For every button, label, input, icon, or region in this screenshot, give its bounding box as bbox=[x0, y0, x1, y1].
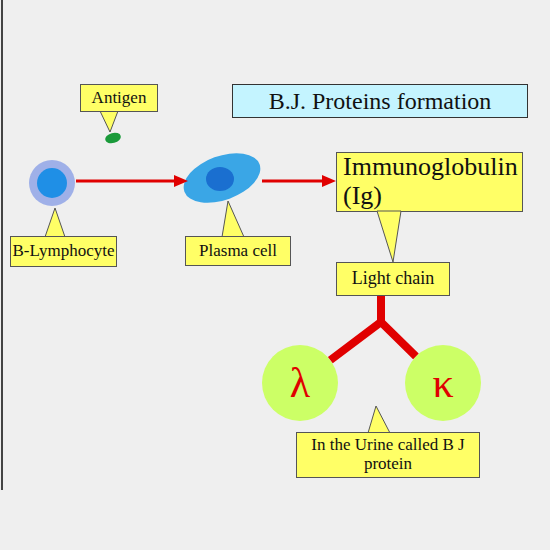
note-box: In the Urine called B J protein bbox=[296, 432, 480, 478]
node-text: B-Lymphocyte bbox=[13, 242, 115, 261]
callout-pointer bbox=[100, 111, 118, 132]
callout-pointer bbox=[222, 201, 244, 237]
node-text: In the Urine called B J protein bbox=[311, 436, 465, 473]
title-box: B.J. Proteins formation bbox=[232, 84, 528, 118]
plasma-cell bbox=[177, 144, 267, 213]
process-box: Immunoglobulin (Ig) bbox=[336, 152, 523, 212]
chain-circle: κ bbox=[405, 345, 481, 421]
antigen-symbol bbox=[104, 131, 122, 145]
arrow-head bbox=[322, 175, 336, 187]
connector bbox=[330, 296, 381, 360]
process-arrow bbox=[262, 180, 324, 183]
callout-pointer bbox=[45, 208, 65, 237]
callout-pointer bbox=[368, 406, 390, 433]
b-lymphocyte-cell bbox=[29, 160, 75, 206]
border-line bbox=[1, 0, 3, 490]
process-arrow bbox=[76, 180, 176, 183]
title-text: B.J. Proteins formation bbox=[269, 88, 492, 115]
arrow-head bbox=[174, 175, 188, 187]
connector bbox=[377, 211, 401, 262]
callout-box: Plasma cell bbox=[185, 236, 291, 266]
cell-nucleus bbox=[206, 167, 234, 191]
connector bbox=[381, 296, 416, 356]
node-text: Immunoglobulin (Ig) bbox=[343, 153, 518, 210]
node-text: λ bbox=[290, 360, 310, 406]
process-box: Light chain bbox=[336, 262, 450, 296]
callout-box: Antigen bbox=[80, 84, 158, 112]
node-text: κ bbox=[432, 360, 453, 406]
cell-nucleus bbox=[37, 168, 67, 198]
callout-box: B-Lymphocyte bbox=[10, 236, 117, 267]
node-text: Plasma cell bbox=[199, 242, 277, 261]
node-text: Antigen bbox=[92, 89, 147, 108]
node-text: Light chain bbox=[352, 269, 434, 289]
chain-circle: λ bbox=[262, 345, 338, 421]
